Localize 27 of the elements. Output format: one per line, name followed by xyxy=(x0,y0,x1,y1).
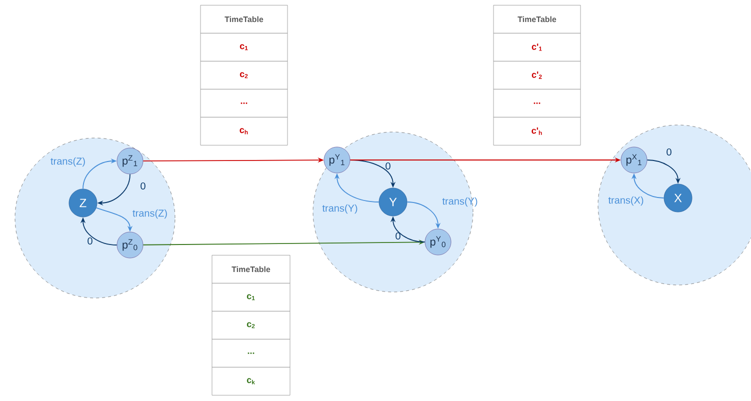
table-cell: ... xyxy=(212,339,290,368)
table-cell: c$_{k}$ xyxy=(212,367,290,396)
table-cell: c'$_{2}$ xyxy=(493,61,581,90)
header-cell: TimeTable xyxy=(493,5,581,34)
edge-label: trans(X) xyxy=(608,196,644,206)
table-cell: ... xyxy=(200,89,288,118)
cluster-circle xyxy=(598,124,751,286)
edge-label: 0 xyxy=(140,182,146,190)
table-cell: c'$_{1}$ xyxy=(493,33,581,62)
edge-label: 0 xyxy=(88,237,92,245)
edge-label: trans(Z) xyxy=(132,209,167,219)
edge-label: 0 xyxy=(666,148,672,156)
header-cell: TimeTable xyxy=(212,255,290,284)
cluster-circle xyxy=(14,138,176,298)
edge-label: trans(Y) xyxy=(322,204,358,214)
table-cell: c$_{1}$ xyxy=(200,33,288,62)
edge-label: trans(Z) xyxy=(50,157,85,167)
table-cell: c$_{2}$ xyxy=(212,311,290,340)
table-cell: c'$_{h}$ xyxy=(493,117,581,146)
table-cell: c$_{h}$ xyxy=(200,117,288,146)
table-cell: c$_{1}$ xyxy=(212,283,290,312)
edge-label: trans(Y) xyxy=(442,197,478,207)
table-cell: c$_{2}$ xyxy=(200,61,288,90)
edge-label: 0 xyxy=(396,232,400,240)
table-cell: ... xyxy=(493,89,581,118)
header-cell: TimeTable xyxy=(200,5,288,34)
edge-label: 0 xyxy=(386,162,390,170)
